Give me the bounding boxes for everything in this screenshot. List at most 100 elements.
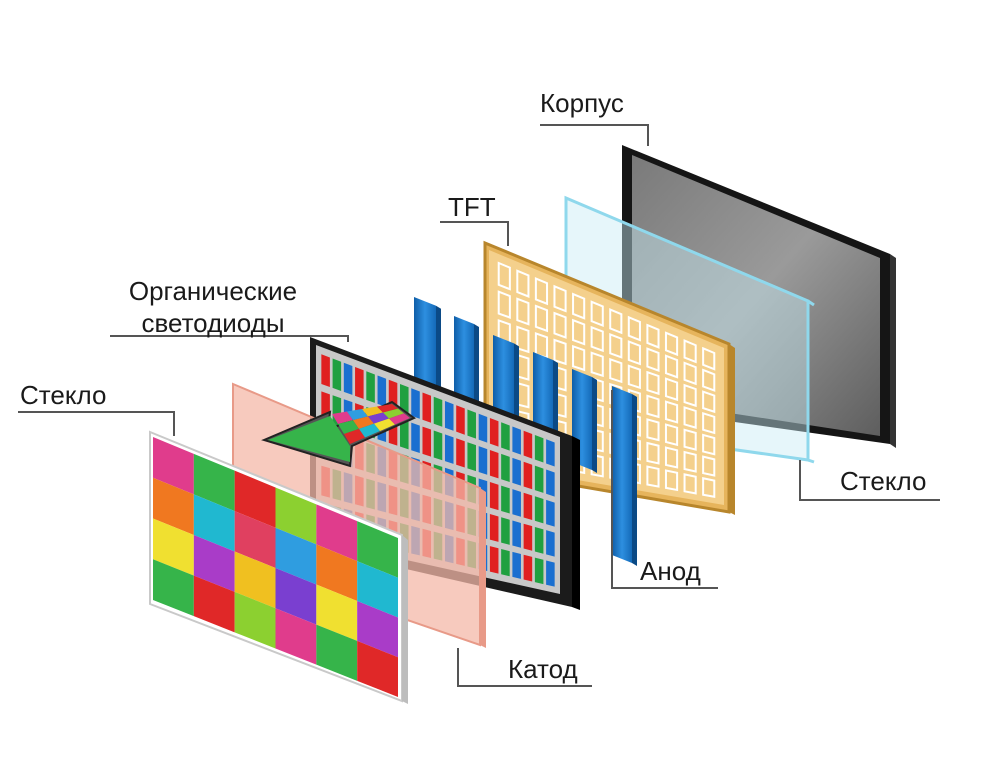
oled-subpixel [534, 557, 544, 585]
tft-cell [702, 455, 716, 477]
oled-subpixel [343, 362, 353, 395]
tft-cell [572, 318, 586, 346]
arrow-icon [261, 400, 416, 468]
tft-cell [590, 351, 604, 378]
oled-subpixel [433, 430, 443, 461]
tft-cell [683, 428, 697, 451]
front-tile [316, 584, 358, 641]
tft-cell [516, 269, 530, 298]
oled-subpixel [467, 409, 476, 439]
tft-cell [646, 370, 660, 396]
anode-strip-edge [514, 343, 519, 438]
tft-cell [534, 304, 549, 333]
oled-subpixel [501, 453, 510, 483]
oled-subpixel [355, 366, 364, 399]
tft-cell [664, 377, 679, 402]
tft-cell [572, 292, 586, 320]
front-tile [275, 527, 317, 585]
front-tile [275, 608, 317, 665]
anode-strip-edge [474, 324, 479, 417]
oled-subpixel [501, 548, 510, 577]
tft-cell [683, 406, 697, 429]
oled-subpixel [523, 461, 533, 490]
oled-subpixel [546, 439, 555, 467]
leader-lines [18, 124, 940, 687]
oled-subpixel [534, 526, 544, 554]
tft-cell [497, 261, 511, 291]
oled-subpixel [501, 485, 510, 514]
tft-cell [646, 394, 660, 419]
label-housing: Корпус [540, 88, 624, 118]
anode-strip [414, 297, 436, 397]
front-tile [234, 470, 276, 528]
tft-cell [702, 411, 716, 435]
label-oled-line1: Органические [128, 276, 298, 306]
oled-subpixel [478, 446, 488, 475]
oled-subpixel [534, 435, 544, 463]
tft-cell [702, 346, 716, 371]
front-tile [193, 535, 235, 592]
oled-subpixel [523, 554, 533, 582]
arrow-tile [359, 423, 380, 438]
front-tile [357, 601, 398, 658]
front-tile [275, 568, 317, 625]
tft-cell [702, 368, 716, 392]
front-tile [153, 477, 194, 535]
front-glass-layer [149, 430, 408, 704]
arrow-tile [383, 408, 404, 419]
arrow-tile [368, 412, 389, 424]
tft-cell [683, 473, 697, 495]
label-glass-back: Стекло [840, 466, 927, 496]
arrow-tile [332, 411, 353, 424]
front-tile [275, 487, 317, 545]
oled-subpixel [501, 422, 510, 451]
arrow-tile [389, 413, 410, 425]
oled-subpixel [467, 442, 476, 472]
oled-subpixel [332, 358, 342, 391]
front-tile [193, 494, 235, 552]
arrow-tile [377, 404, 398, 413]
tft-cell [516, 297, 530, 326]
anode-strip-edge [632, 394, 637, 566]
oled-subpixel [456, 405, 465, 435]
anode-strip [454, 316, 474, 414]
tft-cell [609, 332, 623, 359]
front-tile [234, 551, 276, 609]
arrow-tile [338, 420, 359, 434]
tft-cell [683, 450, 697, 473]
oled-subpixel [422, 426, 432, 457]
tft-cell [646, 441, 660, 465]
oled-subpixel [400, 383, 409, 415]
tft-cell [646, 418, 660, 442]
oled-subpixel [512, 426, 521, 455]
oled-subpixel [523, 492, 533, 521]
oled-subpixel [523, 430, 533, 459]
oled-subpixel [400, 418, 409, 450]
front-tile [153, 559, 194, 617]
label-cathode: Катод [508, 654, 578, 684]
arrow-head [268, 416, 350, 462]
oled-subpixel [512, 551, 521, 579]
oled-subpixel [377, 375, 387, 407]
oled-subpixel [321, 354, 330, 387]
tft-cell [627, 315, 641, 342]
front-tile [193, 575, 235, 633]
tft-cell [664, 331, 679, 357]
tft-cell [553, 338, 567, 366]
oled-subpixel [489, 418, 499, 447]
anode-strip-edge [592, 377, 597, 473]
arrow-tile [362, 406, 383, 417]
tft-cell [646, 465, 660, 488]
front-tile [316, 544, 358, 601]
anode-strip-edge [436, 305, 441, 400]
tft-cell [534, 277, 549, 306]
arrow-tile [353, 416, 374, 429]
oled-subpixel [411, 422, 420, 453]
front-tile [153, 437, 194, 495]
front-tile [153, 518, 194, 576]
oled-subpixel [433, 396, 443, 427]
front-tile [357, 561, 398, 618]
tft-cell [609, 357, 623, 384]
anode-strip [612, 386, 632, 563]
front-tile [193, 453, 235, 512]
